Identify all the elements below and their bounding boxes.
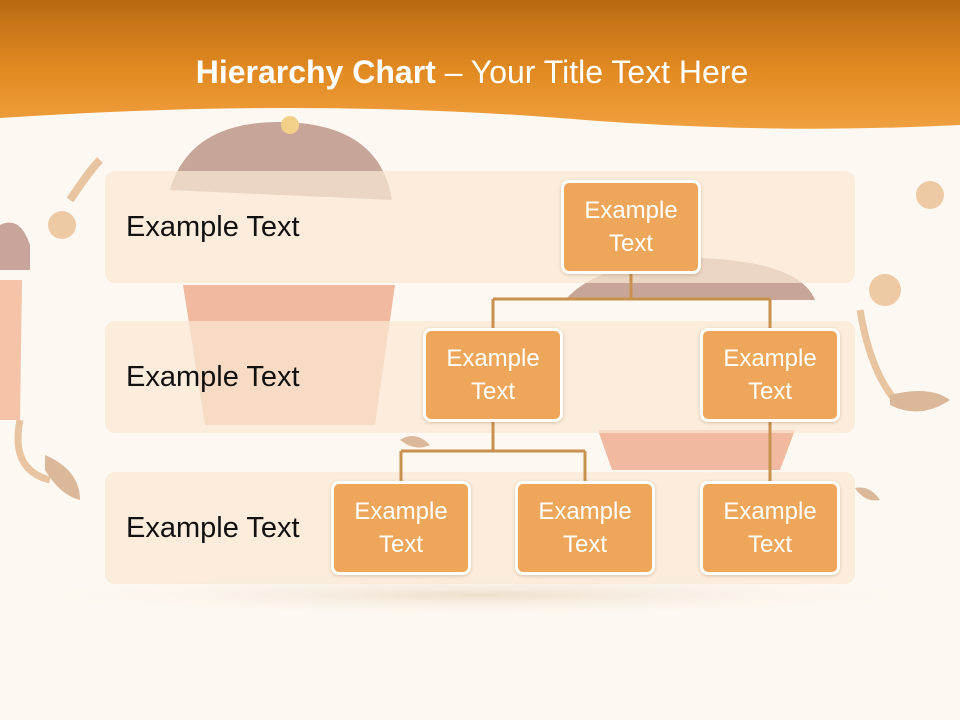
row-label-1: Example Text bbox=[126, 211, 300, 243]
node-level3-b[interactable]: Example Text bbox=[515, 481, 655, 575]
node-level2-right[interactable]: Example Text bbox=[700, 328, 840, 422]
node-level2-left[interactable]: Example Text bbox=[423, 328, 563, 422]
node-root[interactable]: Example Text bbox=[561, 180, 701, 274]
row-label-2: Example Text bbox=[126, 361, 300, 393]
node-level3-c[interactable]: Example Text bbox=[700, 481, 840, 575]
title-rest: – Your Title Text Here bbox=[435, 54, 749, 90]
page-title: Hierarchy Chart – Your Title Text Here bbox=[0, 54, 944, 91]
row-label-3: Example Text bbox=[126, 512, 300, 544]
title-bold: Hierarchy Chart bbox=[195, 54, 436, 90]
header-banner bbox=[0, 0, 960, 129]
row-band-1 bbox=[105, 171, 855, 283]
node-level3-a[interactable]: Example Text bbox=[331, 481, 471, 575]
